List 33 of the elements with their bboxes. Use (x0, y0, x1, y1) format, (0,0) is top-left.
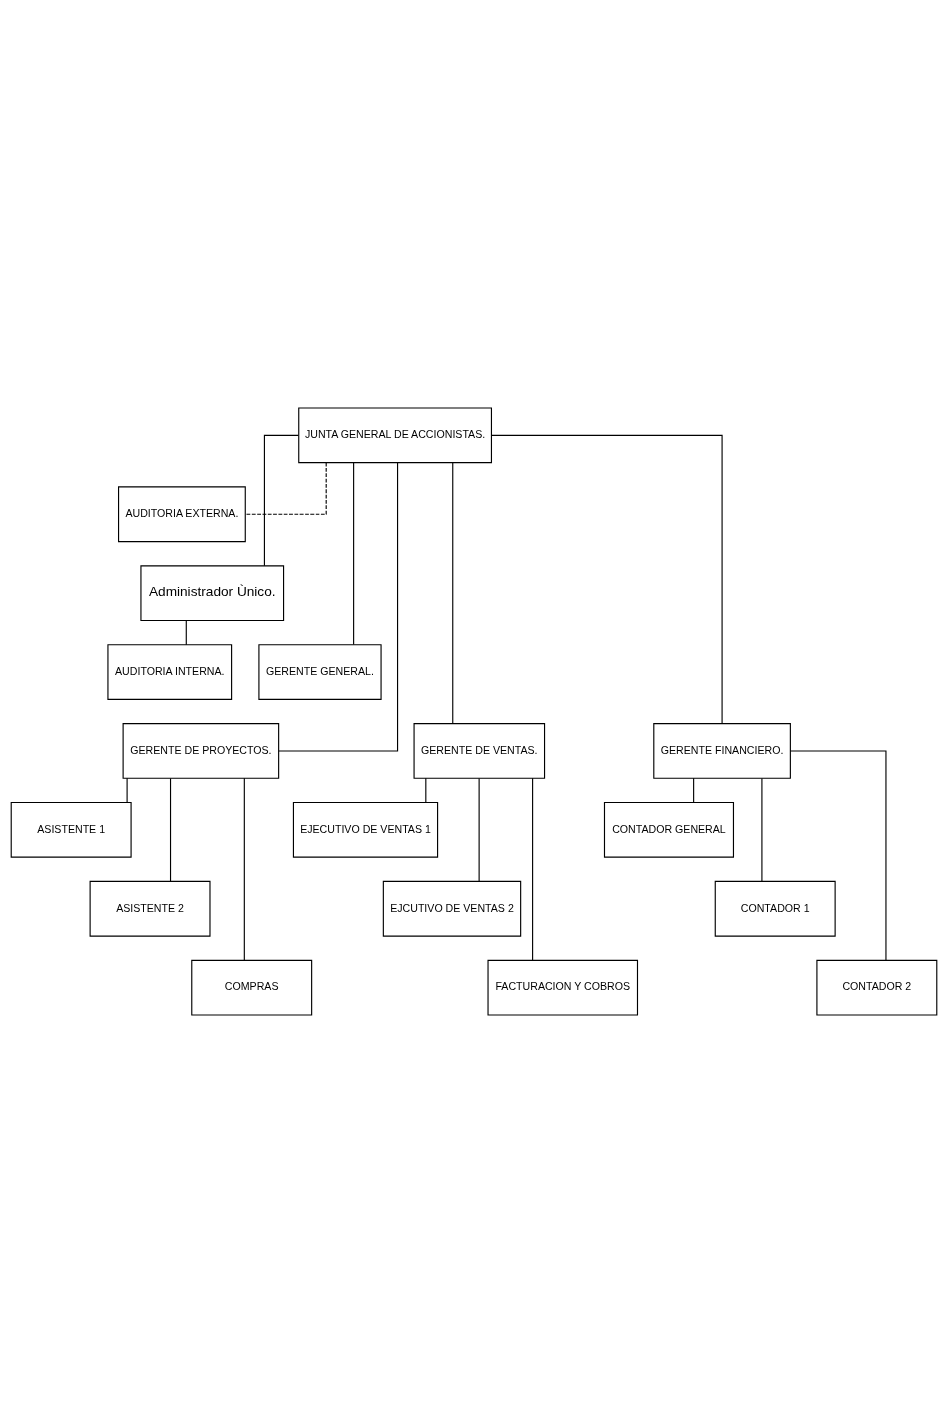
connector (452, 462, 454, 725)
node-box: GERENTE FINANCIERO. (653, 723, 791, 779)
connector (278, 462, 399, 752)
node-box: COMPRAS (191, 959, 313, 1016)
node-box: AUDITORIA INTERNA. (107, 644, 233, 700)
connector (244, 462, 327, 515)
node-box: EJCUTIVO DE VENTAS 2 (382, 880, 522, 937)
node-box: ASISTENTE 1 (10, 801, 132, 858)
node-box: AUDITORIA EXTERNA. (118, 486, 246, 543)
connector (169, 777, 172, 882)
node-box: Administrador Ùnico. (140, 565, 285, 622)
node-box: FACTURACION Y COBROS (487, 959, 639, 1016)
node-box: GERENTE DE PROYECTOS. (122, 723, 280, 779)
connector (789, 750, 887, 961)
node-box: GERENTE GENERAL. (258, 644, 382, 700)
connector (425, 777, 427, 804)
connector (263, 434, 299, 567)
node-box: GERENTE DE VENTAS. (413, 723, 546, 779)
node-box: JUNTA GENERAL DE ACCIONISTAS. (298, 407, 492, 464)
connector (491, 434, 723, 725)
connector (532, 777, 534, 961)
connector (243, 777, 245, 961)
node-box: EJECUTIVO DE VENTAS 1 (292, 801, 439, 858)
node-box: CONTADOR 2 (816, 959, 938, 1016)
connector (761, 777, 763, 882)
node-box: CONTADOR GENERAL (603, 801, 735, 858)
connector (185, 619, 187, 646)
connector (693, 777, 695, 804)
node-box: CONTADOR 1 (714, 880, 836, 937)
node-box: ASISTENTE 2 (89, 880, 211, 937)
connector (126, 777, 128, 804)
connector (353, 462, 355, 646)
connector (478, 777, 480, 882)
